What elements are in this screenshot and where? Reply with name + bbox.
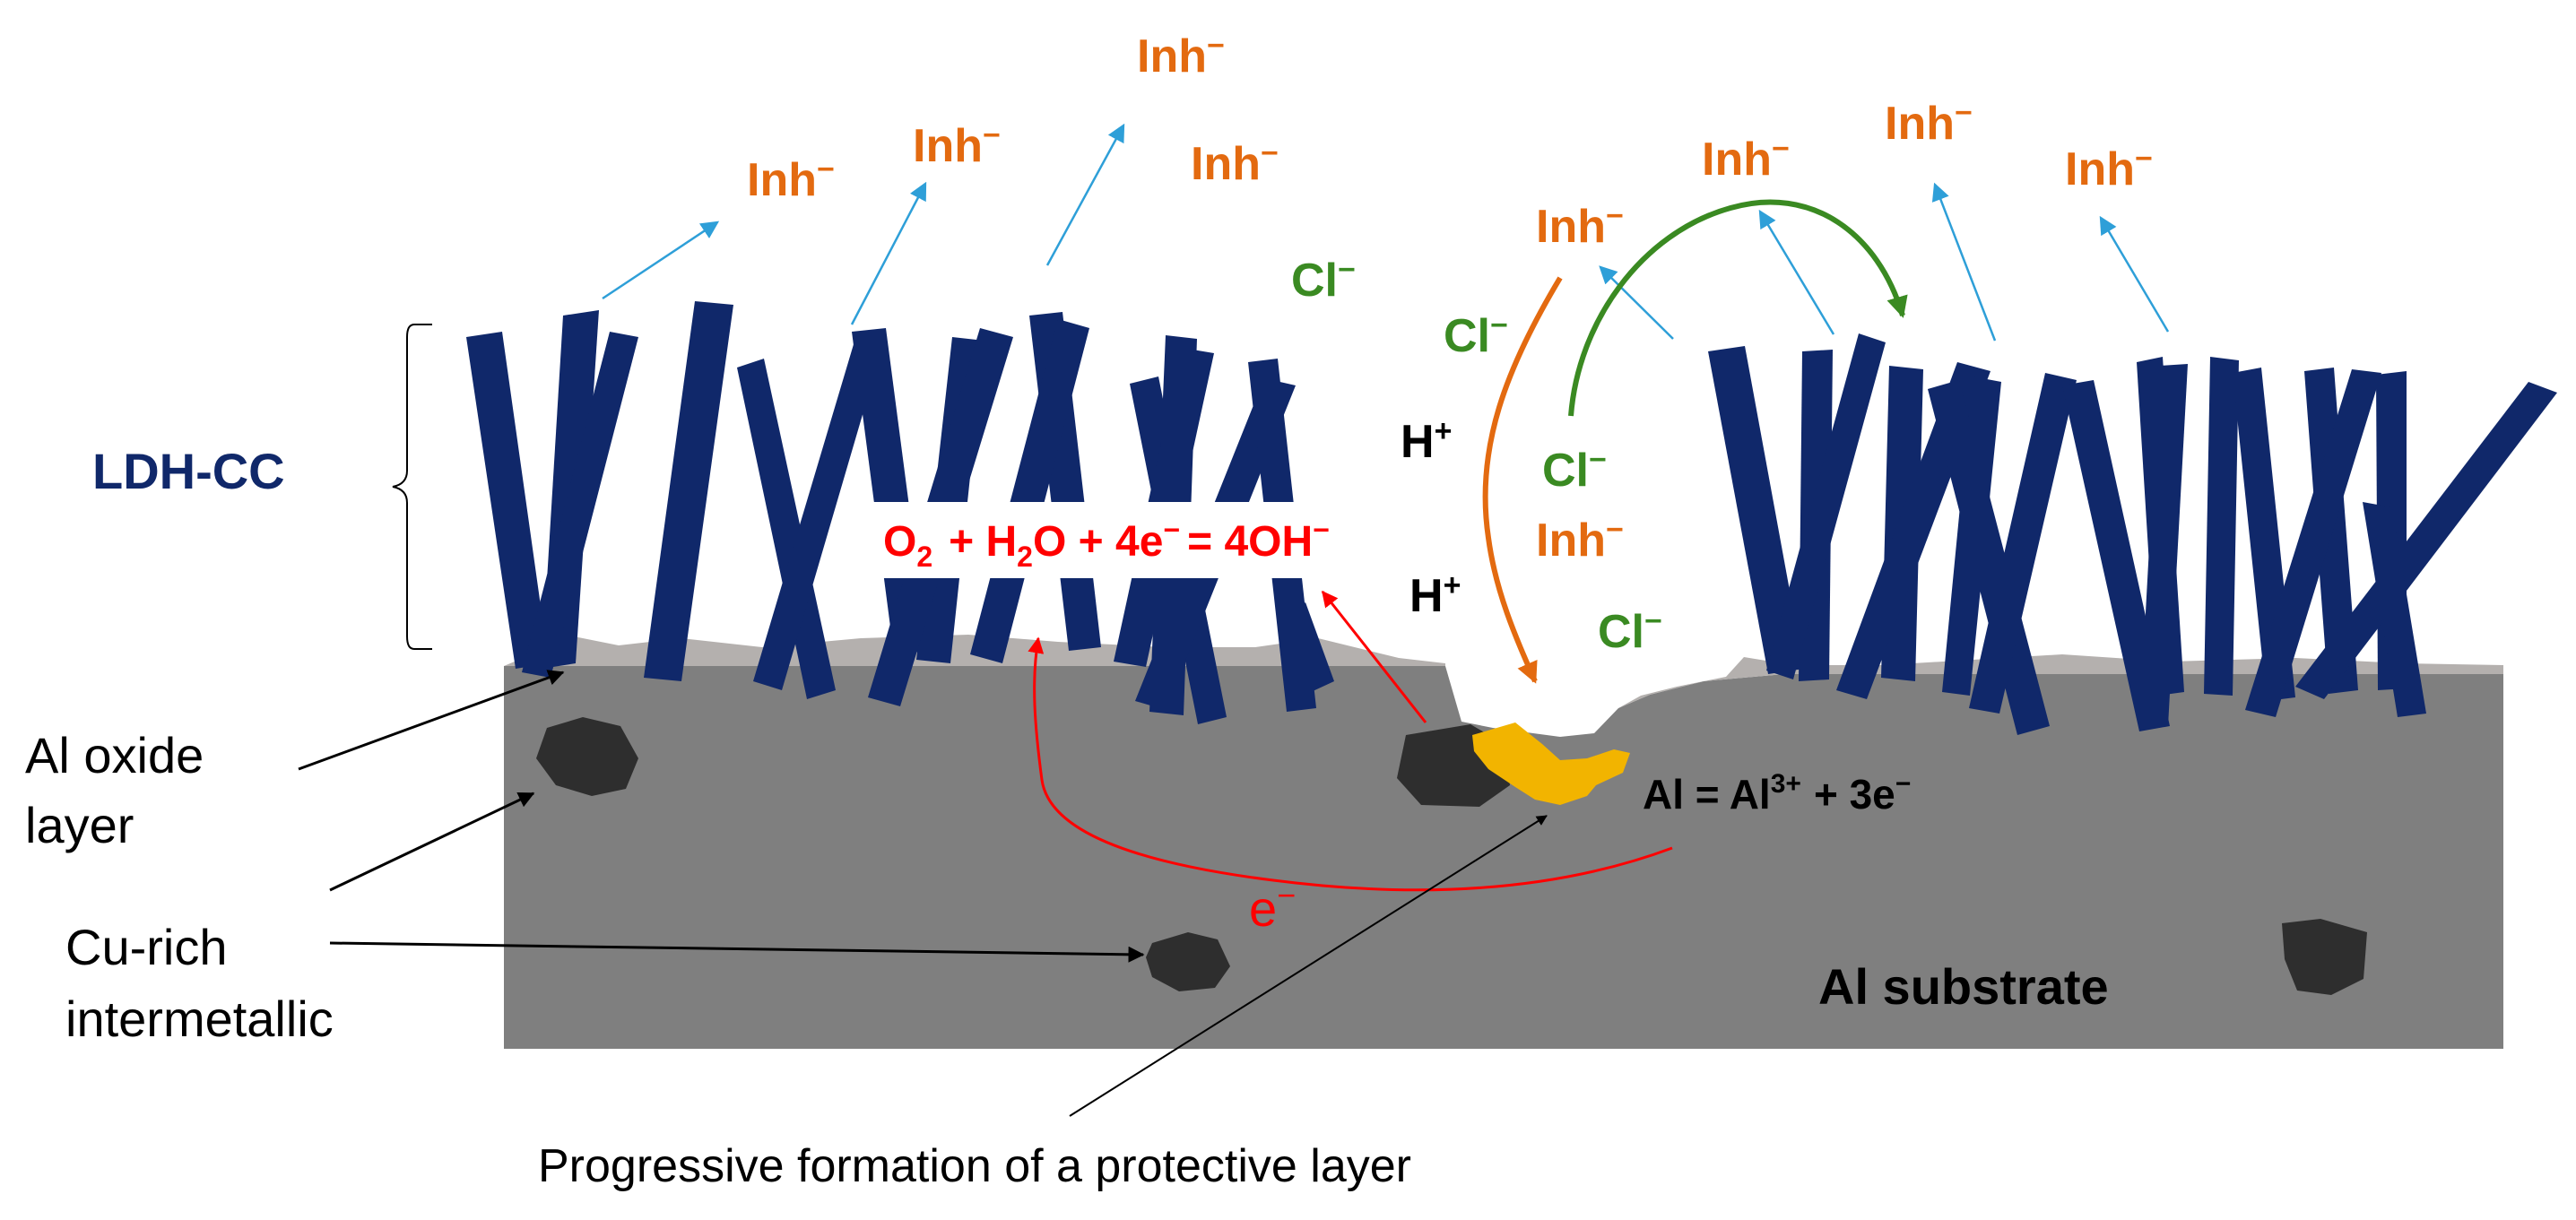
inhibitor-label: Inh− — [1885, 96, 1973, 150]
inhibitor-label: Inh− — [1191, 136, 1279, 190]
cu-rich-particle — [1146, 932, 1230, 991]
electron-flow-arrow — [1028, 636, 1673, 892]
cathodic-equation: O2+ H2O + 4e−= 4OH− — [883, 514, 1330, 573]
anodic-equation: Al = Al3++ 3e− — [1643, 769, 1911, 818]
release-arrow — [1931, 182, 1997, 342]
cu-rich-label-line2: intermetallic — [65, 991, 334, 1047]
chloride-label: Cl− — [1291, 253, 1356, 307]
inhibitor-label: Inh− — [747, 152, 835, 206]
al-oxide-label-line1: Al oxide — [25, 727, 204, 783]
cathodic-equation-box — [854, 502, 1451, 578]
chloride-label: Cl− — [1444, 308, 1508, 362]
chloride-arrow — [1568, 199, 1908, 417]
al-oxide-label-line2: layer — [25, 797, 134, 853]
ldh-cc-brace — [392, 324, 432, 650]
release-arrow — [1758, 209, 1835, 335]
proton-label: H+ — [1401, 414, 1452, 468]
cu-rich-particle — [536, 717, 638, 796]
ldh-cc-right-cluster — [1708, 333, 2557, 735]
protective-layer — [1472, 722, 1630, 805]
particle-pointer-1 — [329, 792, 535, 892]
oxide-layer-pointer — [298, 670, 565, 771]
release-arrow — [602, 221, 720, 300]
chloride-label: Cl− — [1542, 443, 1607, 497]
protective-layer-pointer — [1069, 815, 1548, 1117]
inhibitor-labels: Inh− Inh− Inh− Inh− Inh− Inh− Inh− Inh− … — [747, 29, 2153, 567]
al-substrate — [504, 666, 2503, 1049]
inhibitor-label: Inh− — [1536, 513, 1624, 567]
cu-rich-label-line1: Cu-rich — [65, 919, 227, 975]
protective-layer-label: Progressive formation of a protective la… — [538, 1140, 1411, 1192]
chloride-label: Cl− — [1598, 604, 1662, 658]
release-arrow — [1045, 123, 1125, 266]
inhibitor-release-arrows — [602, 123, 2170, 342]
inhibitor-label: Inh− — [1536, 199, 1624, 253]
al-substrate-label: Al substrate — [1818, 958, 2109, 1015]
release-arrow — [2099, 215, 2170, 333]
inhibitor-label: Inh− — [1702, 132, 1790, 186]
inhibitor-migration-arrow — [1482, 276, 1563, 684]
cu-rich-particle — [2282, 919, 2367, 995]
release-arrow — [1599, 265, 1674, 340]
inhibitor-label: Inh− — [1137, 29, 1225, 82]
electron-label: e− — [1249, 877, 1296, 937]
proton-label: H+ — [1409, 568, 1461, 622]
chloride-labels: Cl− Cl− Cl− Cl− — [1291, 253, 1662, 658]
particle-pointer-2 — [329, 941, 1145, 963]
release-arrow — [850, 181, 927, 325]
ldh-cc-label: LDH-CC — [92, 443, 285, 499]
proton-labels: H+ H+ — [1401, 414, 1461, 622]
inhibitor-label: Inh− — [913, 118, 1001, 172]
inhibitor-label: Inh− — [2065, 142, 2153, 195]
cathodic-reaction-arrow — [1321, 590, 1427, 723]
